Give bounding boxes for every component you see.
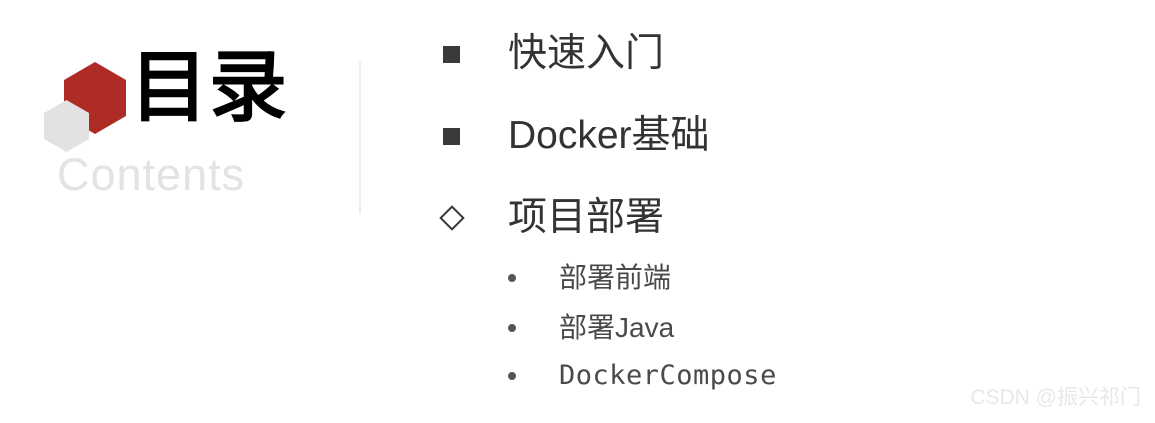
square-bullet-icon bbox=[438, 45, 508, 63]
contents-subitem-label: DockerCompose bbox=[559, 360, 777, 391]
page-title-cn: 目录 bbox=[130, 43, 289, 131]
title-block: 目录 Contents bbox=[0, 0, 360, 423]
contents-item-label: 快速入门 bbox=[508, 32, 665, 75]
dot-bullet-icon bbox=[502, 324, 559, 333]
diamond-bullet-icon bbox=[438, 205, 508, 232]
contents-item-docker-basics[interactable]: Docker基础 bbox=[438, 112, 710, 161]
contents-subitem-label: 部署前端 bbox=[559, 262, 672, 293]
contents-item-project-deploy[interactable]: 项目部署 bbox=[438, 194, 664, 243]
contents-subitem-deploy-frontend[interactable]: 部署前端 bbox=[502, 260, 671, 296]
dot-bullet-icon bbox=[502, 371, 559, 380]
vertical-divider bbox=[359, 62, 361, 214]
contents-subitem-deploy-java[interactable]: 部署Java bbox=[502, 310, 674, 346]
contents-subitem-label: 部署Java bbox=[559, 312, 675, 343]
square-bullet-icon bbox=[438, 127, 508, 145]
contents-subitem-docker-compose[interactable]: DockerCompose bbox=[502, 360, 777, 391]
contents-item-label: Docker基础 bbox=[508, 114, 710, 157]
contents-item-label: 项目部署 bbox=[508, 196, 665, 239]
page-title-en: Contents bbox=[57, 149, 246, 200]
contents-list: 快速入门 Docker基础 项目部署 部署前端 bbox=[430, 0, 1155, 423]
csdn-watermark: CSDN @振兴祁门 bbox=[970, 386, 1141, 409]
contents-logo bbox=[44, 62, 136, 152]
contents-item-quickstart[interactable]: 快速入门 bbox=[438, 30, 664, 79]
dot-bullet-icon bbox=[502, 274, 559, 283]
